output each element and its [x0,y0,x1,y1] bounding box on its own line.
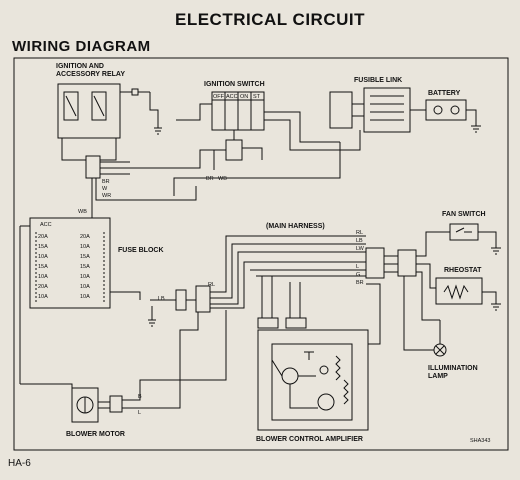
blower-motor-label: BLOWER MOTOR [66,431,125,438]
fuse-r-2: 15A [80,254,90,260]
fuse-r-1: 10A [80,244,90,250]
main-harness: (MAIN HARNESS) RL LB LW L G BR LB RL [148,223,417,329]
ign-pos-on: ON [240,94,248,100]
ign-pos-st: ST [253,94,261,100]
fan-switch-label: FAN SWITCH [442,211,486,218]
relay-coil-2 [91,91,107,121]
battery: BATTERY [410,90,481,133]
harness-lb: LB [356,238,363,244]
amp-body [257,329,369,431]
rheostat-label: RHEOSTAT [444,267,482,274]
ignition-switch-label: IGNITION SWITCH [204,81,265,88]
fuse-r-0: 20A [80,234,90,240]
relay-contacts [65,95,105,117]
ign-pos-acc: ACC [226,94,238,100]
wire-br-label: BR [102,179,110,185]
diagram-frame [13,57,509,451]
left-lb-label: LB [158,296,165,302]
fuse-l-0: 20A [38,234,48,240]
fusible-link-elements [370,95,404,121]
fuse-r-3: 15A [80,264,90,270]
amp-connector-2 [285,317,307,329]
harness-connector-mid [195,285,211,313]
battery-label: BATTERY [428,90,461,97]
relay-body [57,83,121,139]
fuse-l-2: 10A [38,254,48,260]
rheostat-body [435,277,483,305]
fusible-link-label: FUSIBLE LINK [354,77,402,84]
battery-body [425,99,467,121]
left-rl-label: RL [208,282,215,288]
harness-br: BR [356,280,364,286]
relay-coil-1 [63,91,79,121]
page-number: HA-6 [8,458,31,469]
fuse-r-6: 10A [80,294,90,300]
fuse-r-5: 10A [80,284,90,290]
blower-motor-body [71,387,99,423]
rheostat: RHEOSTAT [416,263,501,321]
blower-b-label: B [138,394,142,400]
fuse-l-3: 15A [38,264,48,270]
fuse-l-4: 10A [38,274,48,280]
fuse-r-4: 10A [80,274,90,280]
amp-transistor-1 [281,367,299,385]
fuse-l-1: 15A [38,244,48,250]
relay-connector [85,155,101,179]
amp-transistor-2 [317,393,335,411]
amp-resistor-1 [335,355,341,381]
harness-connector-left [175,289,187,311]
fuse-l-5: 20A [38,284,48,290]
rheostat-ground [491,303,501,311]
blower-connector [109,395,123,413]
section-title: WIRING DIAGRAM [12,38,151,55]
wire-w-label: W [102,186,108,192]
fuse-in-label: WB [78,209,87,215]
fan-switch: FAN SWITCH [416,211,501,257]
fuse-right-column: 20A 10A 15A 15A 10A 10A 10A [80,234,90,300]
ignition-switch: IGNITION SWITCH OFF ACC ON ST BR WB [204,81,265,182]
fuse-block: ACC FUSE BLOCK 20A 15A 10A 15A 10A 20A 1… [29,217,164,309]
harness-g: G [356,272,360,278]
blower-l-label: L [138,410,141,416]
relay-diode [131,88,139,96]
fuse-header: ACC [40,222,52,228]
fuse-block-body [29,217,111,309]
harness-l: L [356,264,359,270]
fusible-link: FUSIBLE LINK [329,77,411,133]
page-title: ELECTRICAL CIRCUIT [174,10,365,29]
harness-rl: RL [356,230,363,236]
rheostat-resistor [443,284,469,300]
blower-amplifier: BLOWER CONTROL AMPLIFIER [256,283,381,443]
battery-ground [471,125,481,133]
harness-lw: LW [356,246,365,252]
amp-resistor-2 [343,379,349,405]
ign-wire-wb: WB [218,176,227,182]
fusible-link-block [363,87,411,133]
fuse-left-column: 20A 15A 10A 15A 10A 20A 10A [38,234,48,300]
harness-ground [148,319,156,327]
relay-ground [154,127,162,135]
fusible-link-connector [329,91,353,129]
harness-connector-right [365,247,385,279]
fuse-l-6: 10A [38,294,48,300]
amp-connector-1 [257,317,279,329]
ignition-connector [225,139,243,161]
ign-pos-off: OFF [213,94,225,100]
harness-connector-far-right [397,249,417,277]
figure-id: SHA343 [470,438,491,444]
fuse-block-label: FUSE BLOCK [118,247,164,254]
blower-motor: B L BLOWER MOTOR [20,310,227,438]
main-harness-label: (MAIN HARNESS) [266,223,325,230]
wire-wr-label: WR [102,193,111,199]
ign-wire-br: BR [206,176,214,182]
fan-switch-ground [491,247,501,255]
amp-label: BLOWER CONTROL AMPLIFIER [256,436,363,443]
